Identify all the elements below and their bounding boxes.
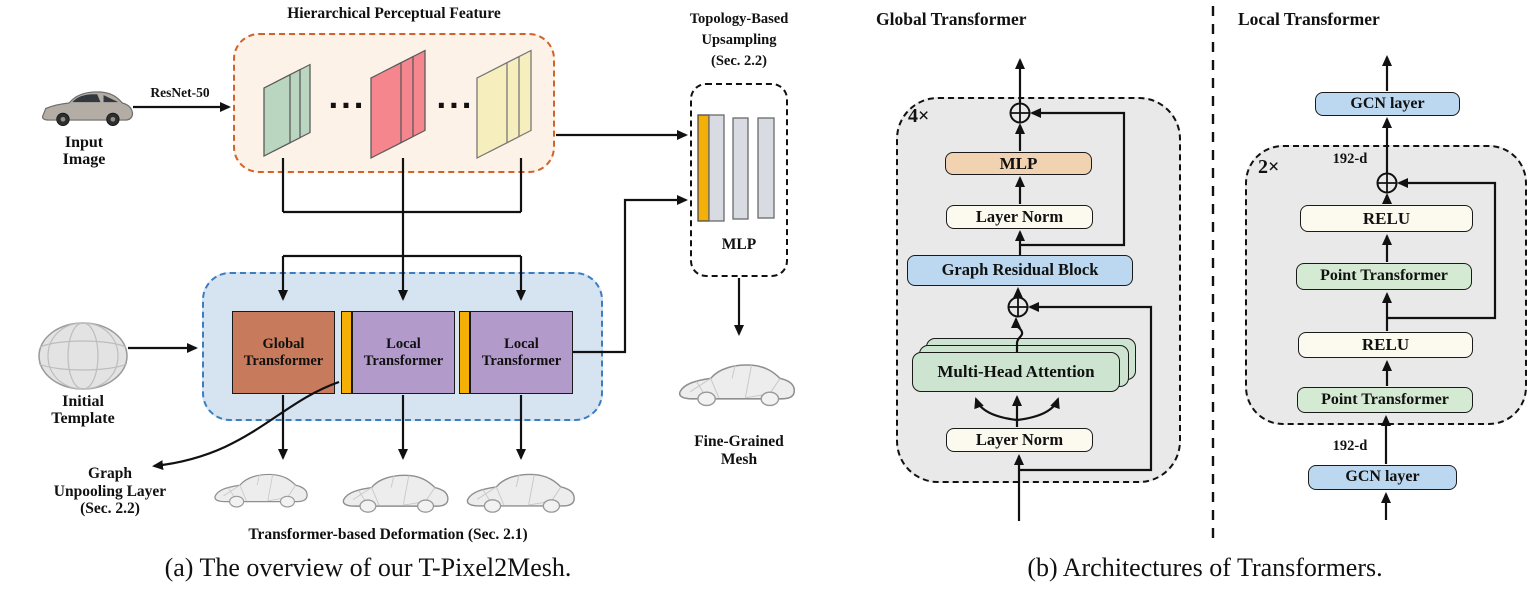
input-image-car — [41, 91, 134, 126]
ellipsis-2: ... — [436, 82, 474, 115]
feature-box-title: Hierarchical Perceptual Feature — [287, 5, 501, 22]
deformed-mesh-3 — [466, 473, 575, 513]
local-repeat-label: 2× — [1258, 156, 1280, 178]
global-transformer-title: Global Transformer — [876, 9, 1027, 29]
point-transformer-top-block: Point Transformer — [1296, 263, 1472, 290]
local-transformer-title: Local Transformer — [1238, 9, 1380, 29]
fine-grained-mesh — [678, 364, 796, 407]
global-repeat-label: 4× — [908, 105, 930, 127]
graph-residual-block: Graph Residual Block — [907, 255, 1133, 286]
ellipsis-1: ... — [328, 82, 366, 115]
layer-norm-bottom-block: Layer Norm — [946, 428, 1093, 452]
multi-head-attention-block: Multi-Head Attention — [912, 352, 1120, 392]
deformation-label: Transformer-based Deformation (Sec. 2.1) — [248, 526, 528, 543]
resnet-label: ResNet-50 — [150, 85, 210, 100]
topology-mlp-label: MLP — [721, 236, 757, 253]
initial-template-mesh — [38, 322, 128, 390]
gcn-layer-bottom-block: GCN layer — [1308, 465, 1457, 490]
relu-bottom-block: RELU — [1298, 332, 1473, 358]
layer-norm-top-block: Layer Norm — [946, 205, 1093, 229]
caption-a: (a) The overview of our T-Pixel2Mesh. — [164, 553, 572, 582]
point-transformer-bottom-block: Point Transformer — [1297, 387, 1473, 413]
mlp-block: MLP — [945, 152, 1092, 175]
feature-strip-1 — [341, 311, 352, 394]
dim-label-bottom: 192-d — [1332, 438, 1368, 454]
deformed-mesh-2 — [342, 474, 449, 513]
hierarchical-feature-container — [233, 33, 555, 173]
deformed-mesh-1 — [214, 473, 308, 508]
caption-b: (b) Architectures of Transformers. — [1027, 553, 1383, 582]
feature-strip-2 — [459, 311, 470, 394]
relu-top-block: RELU — [1300, 205, 1473, 232]
gcn-layer-top-block: GCN layer — [1315, 92, 1460, 116]
dim-label-top: 192-d — [1332, 151, 1368, 167]
